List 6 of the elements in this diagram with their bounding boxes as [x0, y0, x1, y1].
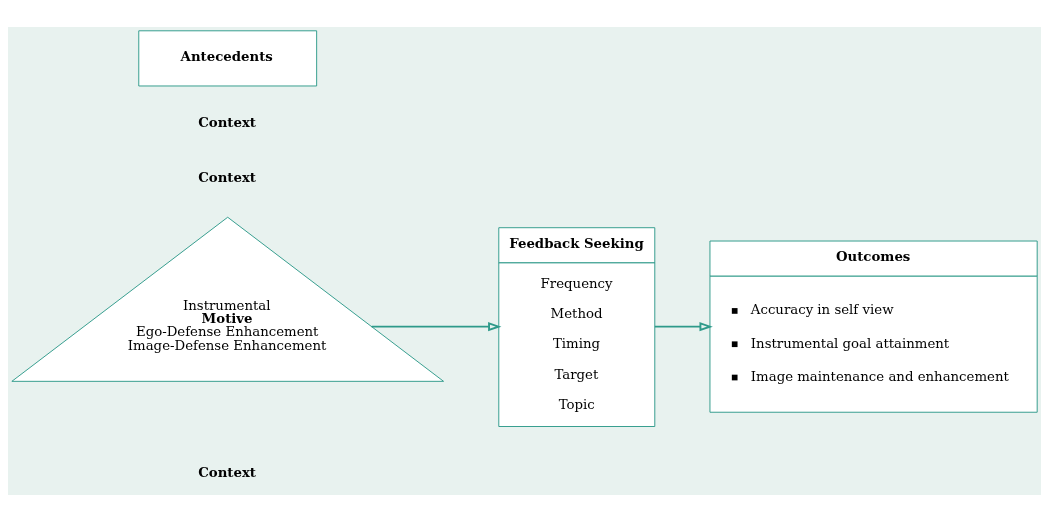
label: Context [198, 114, 257, 130]
arrow [653, 321, 713, 331]
node-box: Antecedents [138, 29, 318, 86]
arrow [370, 321, 502, 331]
label: Context [198, 464, 257, 480]
label: Context [198, 169, 257, 185]
